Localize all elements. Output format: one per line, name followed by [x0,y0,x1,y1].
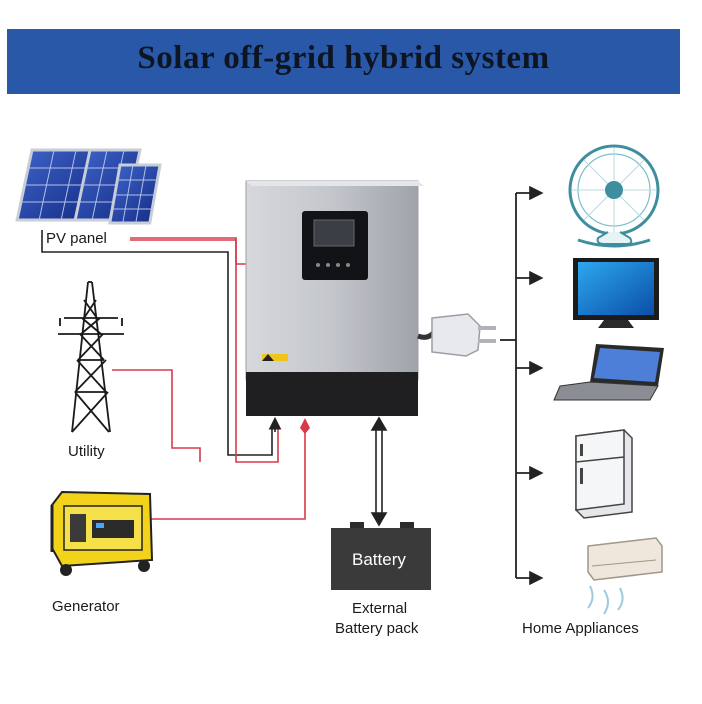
generator-input-arrow [300,418,310,434]
inverter-unit [245,180,424,416]
refrigerator-icon [575,429,633,519]
laptop-icon [553,344,664,401]
battery-label: Battery [352,550,406,569]
pv-panel-icon [15,148,162,225]
generator-label: Generator [52,598,120,615]
output-plug-icon [417,313,496,357]
utility-wire [112,369,201,462]
fan-icon [568,144,660,248]
battery-pack-label: Battery pack [335,620,419,637]
generator-icon [50,490,154,576]
utility-tower-icon [58,281,124,433]
battery-icon [331,522,431,590]
pv-panel-label: PV panel [44,230,109,247]
air-conditioner-icon [587,537,663,615]
appliance-bus [500,185,544,586]
generator-wire [150,422,306,520]
home-appliances-label: Home Appliances [522,620,639,637]
pv-feed-lines [41,230,279,463]
title-banner: Solar off-grid hybrid system [7,29,680,94]
tv-icon [573,258,659,328]
utility-label: Utility [68,443,105,460]
battery-link [370,416,388,527]
page-title: Solar off-grid hybrid system [137,40,550,76]
external-label: External [352,600,408,617]
